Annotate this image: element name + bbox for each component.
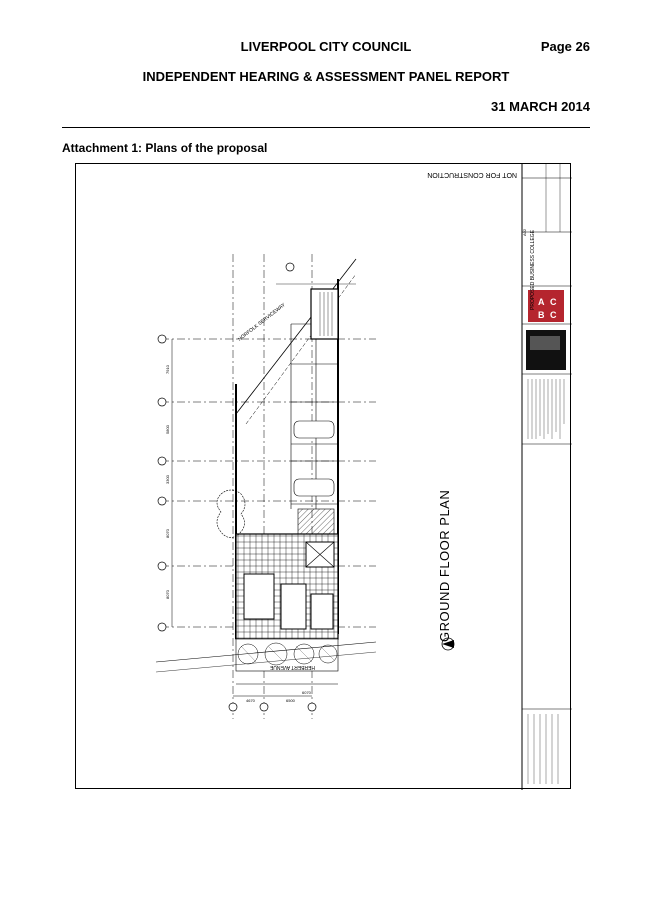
not-for-construction-label: NOT FOR CONSTRUCTION: [427, 171, 517, 178]
council-name: LIVERPOOL CITY COUNCIL: [240, 39, 412, 54]
project-name-label: PROPOSED BUSINESS COLLEGE: [530, 229, 536, 310]
svg-text:6070: 6070: [302, 690, 312, 695]
header-divider: [62, 127, 590, 128]
attachment-heading: Attachment 1: Plans of the proposal: [62, 141, 268, 155]
svg-text:5800: 5800: [165, 424, 170, 434]
svg-text:8070: 8070: [165, 528, 170, 538]
floor-plan-graphic: A C B C: [155, 164, 572, 790]
svg-text:7910: 7910: [165, 364, 170, 374]
drawing-number-label: A02: [522, 228, 527, 236]
svg-text:A: A: [538, 297, 545, 307]
street-name-label: HERBERT AVENUE: [269, 664, 315, 670]
svg-text:4670: 4670: [246, 698, 256, 703]
report-date: 31 MARCH 2014: [491, 99, 590, 114]
svg-text:C: C: [550, 297, 557, 307]
plan-title: GROUND FLOOR PLAN: [437, 489, 452, 642]
svg-text:C: C: [550, 310, 557, 320]
svg-text:B: B: [538, 310, 545, 320]
svg-text:6500: 6500: [286, 698, 296, 703]
floor-plan-drawing: A C B C: [75, 163, 572, 790]
svg-text:3300: 3300: [165, 474, 170, 484]
svg-text:8070: 8070: [165, 589, 170, 599]
report-title: INDEPENDENT HEARING & ASSESSMENT PANEL R…: [142, 69, 510, 84]
page-number: Page 26: [540, 39, 590, 54]
